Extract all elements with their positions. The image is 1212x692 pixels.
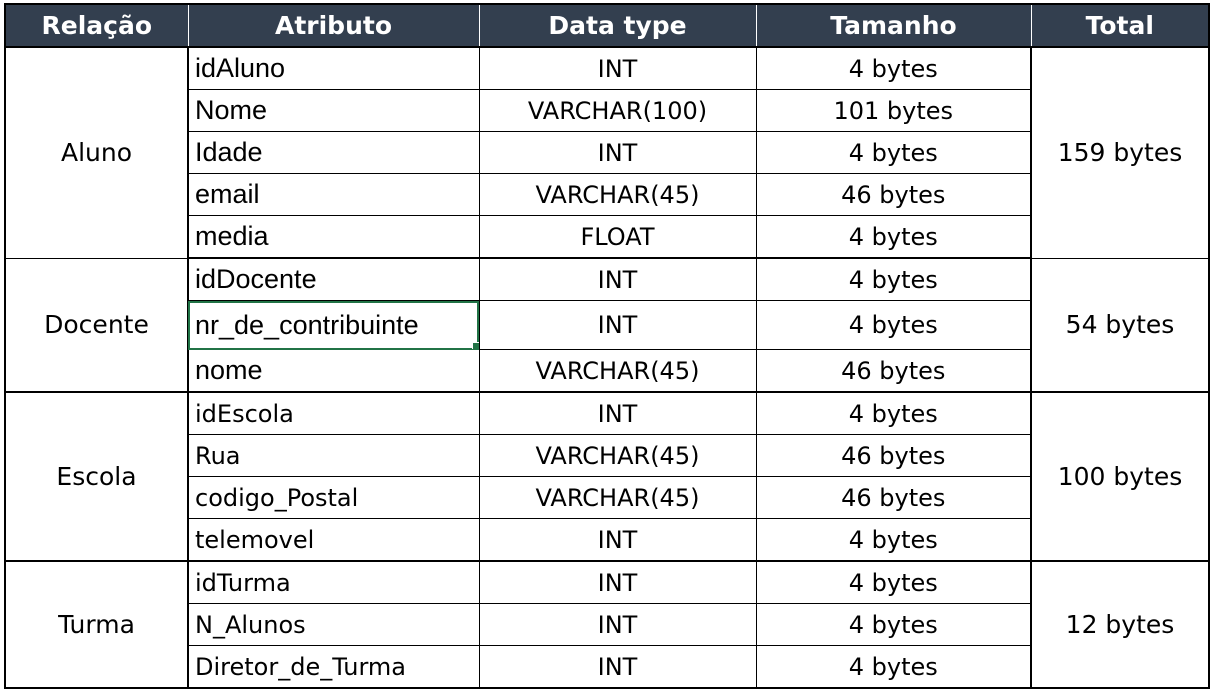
selected-attribute-cell[interactable]: nr_de_contribuinte <box>187 300 480 350</box>
size-cell[interactable]: 4 bytes <box>755 645 1032 689</box>
header-total[interactable]: Total <box>1030 3 1210 48</box>
data-type-cell[interactable]: INT <box>478 391 757 435</box>
total-cell[interactable]: 54 bytes <box>1030 257 1210 393</box>
total-cell[interactable]: 100 bytes <box>1030 391 1210 562</box>
attribute-cell[interactable]: media <box>187 215 480 259</box>
data-type-cell[interactable]: INT <box>478 300 757 350</box>
size-cell[interactable]: 46 bytes <box>755 476 1032 519</box>
data-type-cell[interactable]: VARCHAR(45) <box>478 476 757 519</box>
table-row: nr_de_contribuinte INT 4 bytes <box>5 300 1209 350</box>
table-row: media FLOAT 4 bytes <box>5 215 1209 259</box>
attribute-cell[interactable]: N_Alunos <box>187 603 480 646</box>
size-cell[interactable]: 4 bytes <box>755 560 1032 604</box>
attribute-cell[interactable]: idDocente <box>187 257 480 301</box>
schema-size-table: Relação Atributo Data type Tamanho Total… <box>4 3 1210 689</box>
attribute-cell[interactable]: idAluno <box>187 46 480 90</box>
size-cell[interactable]: 4 bytes <box>755 518 1032 562</box>
data-type-cell[interactable]: VARCHAR(45) <box>478 434 757 477</box>
table-row: Escola idEscola INT 4 bytes 100 bytes <box>4 391 1210 562</box>
size-cell[interactable]: 4 bytes <box>755 131 1032 174</box>
fill-handle[interactable] <box>471 342 478 349</box>
header-relacao[interactable]: Relação <box>4 3 189 48</box>
relation-cell[interactable]: Aluno <box>4 46 189 259</box>
data-type-cell[interactable]: INT <box>478 131 757 174</box>
size-cell[interactable]: 46 bytes <box>755 173 1032 216</box>
size-cell[interactable]: 4 bytes <box>755 300 1032 350</box>
attribute-cell[interactable]: Idade <box>187 131 480 174</box>
data-type-cell[interactable]: FLOAT <box>478 215 757 259</box>
data-type-cell[interactable]: INT <box>478 46 757 90</box>
relation-cell[interactable]: Escola <box>4 391 189 562</box>
table-row: Diretor_de_Turma INT 4 bytes <box>5 645 1209 689</box>
attribute-cell[interactable]: email <box>187 173 480 216</box>
data-type-cell[interactable]: VARCHAR(45) <box>478 173 757 216</box>
data-type-cell[interactable]: VARCHAR(45) <box>478 349 757 393</box>
attribute-cell-text: nr_de_contribuinte <box>195 309 419 340</box>
table-row: email VARCHAR(45) 46 bytes <box>5 173 1209 216</box>
size-cell[interactable]: 46 bytes <box>755 349 1032 393</box>
data-type-cell[interactable]: INT <box>478 645 757 689</box>
table-row: Nome VARCHAR(100) 101 bytes <box>5 89 1209 132</box>
attribute-cell[interactable]: idEscola <box>187 391 480 435</box>
attribute-cell[interactable]: nome <box>187 349 480 393</box>
relation-cell[interactable]: Docente <box>4 257 189 393</box>
table-row: Turma idTurma INT 4 bytes 12 bytes <box>4 560 1210 689</box>
size-cell[interactable]: 4 bytes <box>755 215 1032 259</box>
size-cell[interactable]: 101 bytes <box>755 89 1032 132</box>
size-cell[interactable]: 4 bytes <box>755 257 1032 301</box>
attribute-cell[interactable]: Diretor_de_Turma <box>187 645 480 689</box>
header-atributo[interactable]: Atributo <box>187 3 480 48</box>
header-data-type[interactable]: Data type <box>478 3 757 48</box>
size-cell[interactable]: 4 bytes <box>755 46 1032 90</box>
size-cell[interactable]: 46 bytes <box>755 434 1032 477</box>
data-type-cell[interactable]: VARCHAR(100) <box>478 89 757 132</box>
total-cell[interactable]: 12 bytes <box>1030 560 1210 689</box>
header-tamanho[interactable]: Tamanho <box>755 3 1032 48</box>
table-row: telemovel INT 4 bytes <box>5 518 1209 562</box>
table-row: Docente idDocente INT 4 bytes 54 bytes <box>4 257 1210 393</box>
relation-cell[interactable]: Turma <box>4 560 189 689</box>
data-type-cell[interactable]: INT <box>478 518 757 562</box>
data-type-cell[interactable]: INT <box>478 603 757 646</box>
table-row: codigo_Postal VARCHAR(45) 46 bytes <box>5 476 1209 519</box>
data-type-cell[interactable]: INT <box>478 560 757 604</box>
size-cell[interactable]: 4 bytes <box>755 603 1032 646</box>
attribute-cell[interactable]: Rua <box>187 434 480 477</box>
size-cell[interactable]: 4 bytes <box>755 391 1032 435</box>
total-cell[interactable]: 159 bytes <box>1030 46 1210 259</box>
table-row: N_Alunos INT 4 bytes <box>5 603 1209 646</box>
attribute-cell[interactable]: codigo_Postal <box>187 476 480 519</box>
header-row: Relação Atributo Data type Tamanho Total <box>4 3 1210 48</box>
data-type-cell[interactable]: INT <box>478 257 757 301</box>
attribute-cell[interactable]: telemovel <box>187 518 480 562</box>
attribute-cell[interactable]: Nome <box>187 89 480 132</box>
table-row: nome VARCHAR(45) 46 bytes <box>5 349 1209 393</box>
attribute-cell[interactable]: idTurma <box>187 560 480 604</box>
table-row: Aluno idAluno INT 4 bytes 159 bytes <box>4 46 1210 259</box>
